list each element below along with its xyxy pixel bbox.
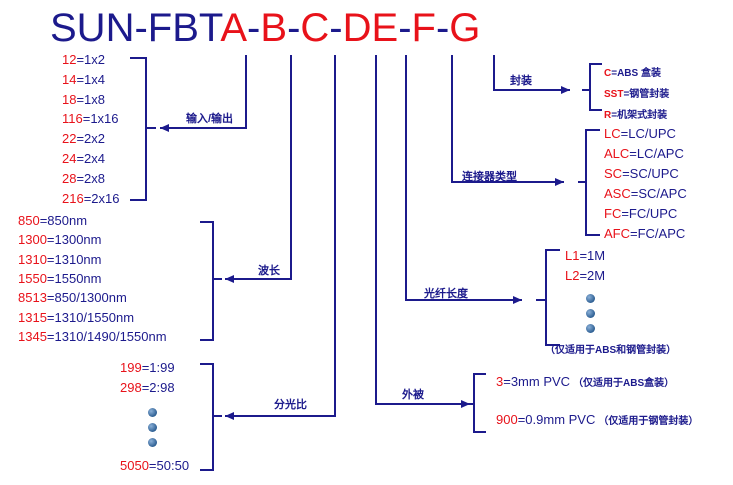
list-item: SST=钢管封装 [604,89,670,100]
title-part: A [220,6,248,50]
list-item: 199=1:99 [120,360,175,375]
list-item: 1345=1310/1490/1550nm [18,328,167,344]
ratio-last-item: 5050=50:50 [120,458,190,473]
title-part: - [287,6,301,50]
title-part: SUN-FBT [50,6,221,50]
list-item: 1300=1300nm [18,232,102,248]
list-item: LC=LC/UPC [604,126,676,141]
package-label: 封装 [510,75,532,87]
title-part: B [260,6,288,50]
title-part: - [398,6,412,50]
title-part: F [411,6,436,50]
io-label: 输入/输出 [186,113,234,125]
ellipsis-dot [586,294,595,303]
jacket-label: 外被 [402,389,424,401]
ellipsis-dot [148,438,157,447]
list-item: R=机架式封装 [604,110,668,121]
list-item: L1=1M [565,248,606,263]
ellipsis-dot [586,324,595,333]
list-item: 850=850nm [18,213,88,228]
list-item: ASC=SC/APC [604,186,687,201]
list-item: 116=1x16 [62,111,119,127]
list-item: 3=3mm PVC（仅适用于ABS盒装） [496,374,675,389]
fiber-length-note: （仅适用于ABS和钢管封装） [545,345,677,356]
list-item: 28=2x8 [62,170,106,186]
list-item: FC=FC/UPC [604,206,678,221]
fiber-length-label: 光纤长度 [424,288,468,300]
title-part: - [435,6,450,50]
list-item: ALC=LC/APC [604,146,684,161]
list-item: 22=2x2 [62,131,106,147]
list-item: AFC=FC/APC [604,226,686,241]
model-code-title: SUN-FBTA-B-C-DE-F-G [50,4,480,52]
list-item: 24=2x4 [62,151,106,166]
title-part: - [329,6,343,50]
title-part: G [449,6,481,50]
list-item: 18=1x8 [62,91,106,107]
list-item: 216=2x16 [62,190,120,206]
list-item: C=ABS 盒装 [604,68,661,79]
list-item: 900=0.9mm PVC（仅适用于钢管封装） [496,412,699,427]
list-item: L2=2M [565,268,606,283]
list-item: 1550=1550nm [18,270,102,286]
list-item: 1310=1310nm [18,251,102,267]
connector-label: 连接器类型 [462,171,517,183]
title-part: C [300,6,330,50]
ellipsis-dot [148,423,157,432]
list-item: SC=SC/UPC [604,166,679,181]
list-item: 14=1x4 [62,71,106,87]
list-item: 298=2:98 [120,380,175,395]
list-item: 12=1x2 [62,52,106,67]
list-item: 1315=1310/1550nm [18,309,135,325]
list-item: 8513=850/1300nm [18,290,127,306]
wavelength-label: 波长 [258,265,280,277]
ellipsis-dot [586,309,595,318]
ellipsis-dot [148,408,157,417]
ratio-label: 分光比 [274,399,307,411]
title-part: - [247,6,261,50]
title-part: DE [342,6,399,50]
